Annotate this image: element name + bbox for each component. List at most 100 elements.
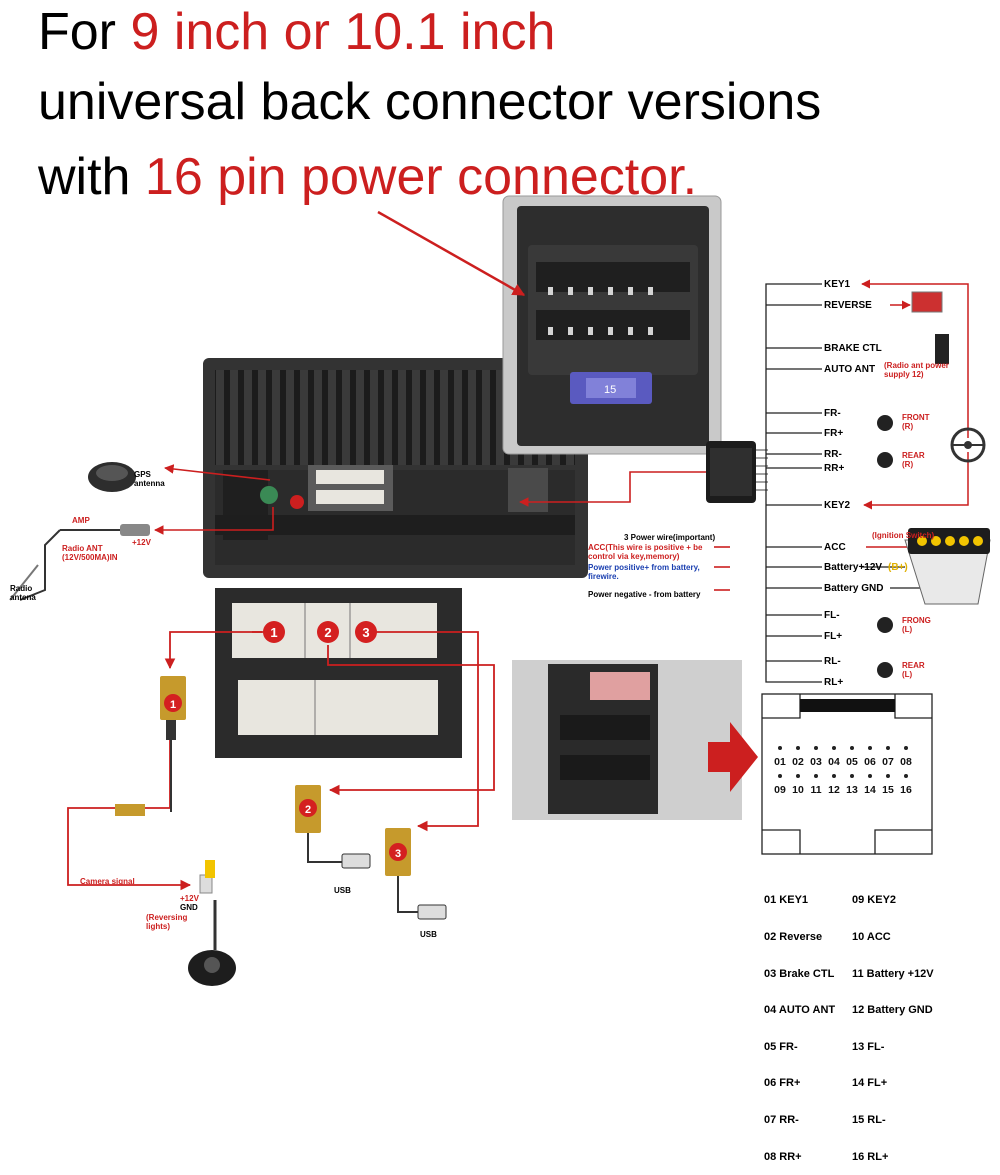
callout-3-small: 3 [395, 848, 401, 860]
label-battery-12v: Battery+12V [824, 562, 883, 573]
usb1-cable-connector [295, 785, 371, 869]
battery-icon [904, 528, 991, 605]
legend-row: 15 RL- [852, 1114, 886, 1127]
label-fr-plus: FR+ [824, 428, 844, 439]
label-key2: KEY2 [824, 500, 851, 511]
label-amp: AMP [72, 516, 90, 525]
legend-row: 11 Battery +12V [852, 967, 934, 980]
label-fr-minus: FR- [824, 408, 841, 419]
legend-row: 07 RR- [764, 1114, 799, 1127]
label-brake: BRAKE CTL [824, 343, 882, 354]
head-unit-connectors-photo [215, 588, 462, 758]
speakers [877, 415, 893, 678]
callout-circles [164, 621, 407, 861]
label-battery-gnd: Battery GND [824, 583, 884, 594]
pin-11: 11 [810, 784, 821, 796]
pin-02: 02 [792, 756, 804, 768]
label-front-l: FRONG (L) [902, 616, 931, 634]
label-auto-ant: AUTO ANT [824, 364, 876, 375]
label-rr-minus: RR- [824, 449, 842, 460]
legend-row: 03 Brake CTL [764, 967, 835, 980]
legend-row: 13 FL- [852, 1040, 885, 1053]
wire-bus [765, 283, 930, 683]
pin-12: 12 [828, 784, 840, 796]
brake-icon [935, 334, 949, 364]
pin-04: 04 [828, 756, 840, 768]
steering-wheel-icon [950, 427, 986, 463]
label-b-plus: (B+) [888, 562, 908, 573]
connector-closeup-photo [502, 195, 722, 455]
callout-2-small: 2 [305, 804, 311, 816]
pin-14: 14 [864, 784, 876, 796]
pin-16: 16 [900, 784, 912, 796]
pin-01: 01 [774, 756, 786, 768]
legend-row: 10 ACC [852, 931, 891, 944]
power-heading: 3 Power wire(important) [624, 533, 716, 542]
pin-09: 09 [774, 784, 786, 796]
pin-15: 15 [882, 784, 894, 796]
pin-06: 06 [864, 756, 876, 768]
legend-row: 08 RR+ [764, 1150, 802, 1163]
label-rl-plus: RL+ [824, 677, 844, 688]
callout-3: 3 [362, 625, 369, 640]
label-usb1: USB [334, 886, 351, 895]
label-radio-antenna: Radio antena [10, 584, 36, 602]
label-key1: KEY1 [824, 279, 851, 290]
usb2-cable-connector [385, 828, 447, 920]
label-rear-r: REAR (R) [902, 451, 925, 469]
pin-legend-right: 09 KEY2 10 ACC 11 Battery +12V 12 Batter… [852, 870, 934, 1175]
label-reverse: REVERSE [824, 300, 872, 311]
legend-row: 12 Battery GND [852, 1004, 933, 1017]
big-right-arrow [708, 722, 758, 792]
legend-row: 06 FR+ [764, 1077, 801, 1090]
label-reversing: (Reversing lights) [146, 913, 188, 931]
callout-1-small: 1 [170, 699, 176, 711]
label-gps: GPS antenna [134, 470, 165, 488]
harness-plug [706, 441, 768, 503]
pin-03: 03 [810, 756, 822, 768]
label-auto-ant-note: (Radio ant power supply 12) [884, 361, 949, 379]
legend-row: 01 KEY1 [764, 894, 809, 907]
label-usb2: USB [420, 930, 437, 939]
label-front-r: FRONT (R) [902, 413, 930, 431]
legend-row: 02 Reverse [764, 931, 823, 944]
pin-05: 05 [846, 756, 858, 768]
callout-1: 1 [270, 625, 277, 640]
pin-07: 07 [882, 756, 894, 768]
pin-13: 13 [846, 784, 858, 796]
label-rl-minus: RL- [824, 656, 841, 667]
legend-row: 09 KEY2 [852, 894, 897, 907]
wiring-diagram: 15 [9, 195, 991, 986]
reverse-light-icon [911, 291, 943, 313]
fuse-label: 15 [604, 384, 616, 396]
label-fl-minus: FL- [824, 610, 840, 621]
legend-row: 14 FL+ [852, 1077, 888, 1090]
label-rear-l: REAR (L) [902, 661, 925, 679]
label-12v: +12V [132, 538, 151, 547]
pin-legend-left: 01 KEY1 02 Reverse 03 Brake CTL 04 AUTO … [764, 870, 835, 1175]
title-line-2: universal back connector versions [38, 73, 822, 131]
label-cam-gnd: GND [180, 903, 198, 912]
label-acc: ACC [824, 542, 846, 553]
title-line3-prefix: with [38, 148, 145, 206]
reverse-camera-icon [188, 860, 236, 986]
power-acc-note: ACC(This wire is positive + be control v… [588, 543, 703, 561]
callout-2: 2 [324, 625, 331, 640]
title-line1-prefix: For [38, 3, 131, 61]
label-ignition: (Ignition Switch) [872, 531, 935, 540]
radio-antenna-icon [9, 564, 39, 601]
power-positive-note: Power positive+ from battery, firewire. [588, 563, 700, 581]
legend-row: 05 FR- [764, 1040, 798, 1053]
title-line-1: For 9 inch or 10.1 inch [38, 2, 555, 62]
label-fl-plus: FL+ [824, 631, 843, 642]
label-camera-signal: Camera signal [80, 877, 135, 886]
head-unit-back [203, 358, 588, 578]
title-line1-highlight: 9 inch or 10.1 inch [130, 3, 556, 61]
amp-plug [120, 524, 150, 536]
power-negative-note: Power negative - from battery [588, 590, 701, 599]
label-cam-12v: +12V [180, 894, 199, 903]
pin-10: 10 [792, 784, 804, 796]
pin-closeup-photo [512, 660, 742, 820]
legend-row: 04 AUTO ANT [764, 1004, 836, 1017]
gps-antenna-icon [88, 462, 136, 492]
